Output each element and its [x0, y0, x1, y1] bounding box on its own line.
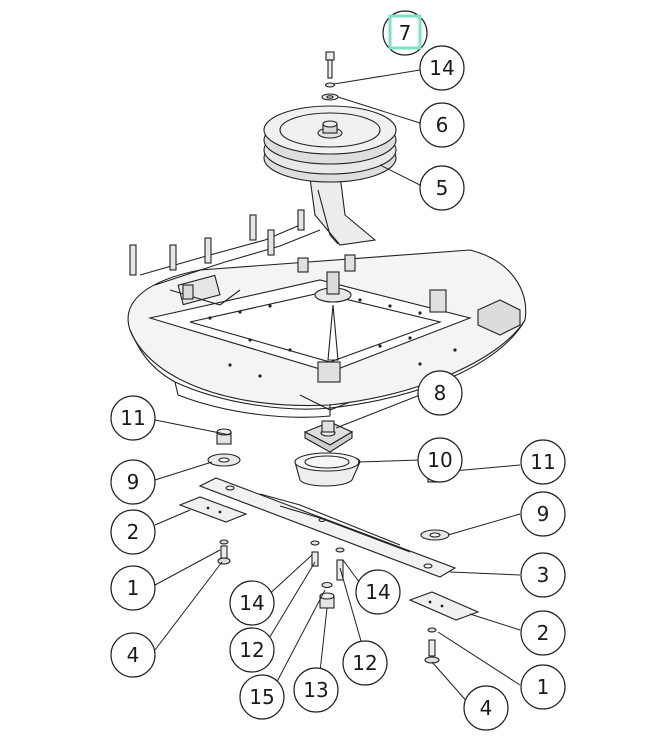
callout-circle — [110, 565, 156, 611]
top-washer — [321, 93, 339, 101]
callout-c2b: 2 — [520, 610, 566, 656]
callout-circle — [239, 674, 285, 720]
callout-label: 1 — [537, 675, 550, 699]
callout-label: 14 — [239, 591, 264, 615]
callout-circle — [110, 509, 156, 555]
callout-c1b: 1 — [520, 664, 566, 710]
callout-label: 10 — [427, 448, 452, 472]
blade-tip-right — [408, 591, 480, 621]
center-hardware — [310, 540, 345, 609]
top-lock-washer — [324, 82, 336, 88]
callout-circle — [417, 370, 463, 416]
callout-circle — [229, 580, 275, 626]
leader-lines — [154, 69, 521, 706]
callout-c9b: 9 — [520, 491, 566, 537]
callout-circle — [520, 664, 566, 710]
callout-c14b: 14 — [229, 580, 275, 626]
callout-label: 6 — [436, 113, 449, 137]
lever-linkage — [129, 209, 321, 306]
callout-c3: 3 — [520, 552, 566, 598]
callout-label: 9 — [127, 470, 140, 494]
blade-hub — [303, 420, 354, 453]
callout-c7: 7 — [382, 10, 428, 56]
callout-c1a: 1 — [110, 565, 156, 611]
bolt-left — [217, 539, 231, 565]
callout-circle — [355, 569, 401, 615]
callout-c5: 5 — [419, 165, 465, 211]
callout-c4b: 4 — [463, 685, 509, 731]
callout-label: 15 — [249, 685, 274, 709]
callout-circle — [419, 45, 465, 91]
callout-c11a: 11 — [110, 395, 156, 441]
callout-label: 12 — [239, 638, 264, 662]
callout-label: 11 — [120, 406, 145, 430]
callout-label: 11 — [530, 450, 555, 474]
callout-circle — [110, 395, 156, 441]
callout-c14a: 14 — [419, 45, 465, 91]
bolt-right — [424, 627, 440, 664]
callout-circle — [463, 685, 509, 731]
callout-c14c: 14 — [355, 569, 401, 615]
washer-right — [420, 529, 450, 541]
callout-circle — [520, 552, 566, 598]
callout-c10: 10 — [417, 437, 463, 483]
callout-label: 13 — [303, 678, 328, 702]
callout-label: 1 — [127, 576, 140, 600]
callout-circle — [110, 459, 156, 505]
callout-label: 5 — [436, 176, 449, 200]
callout-circle — [417, 437, 463, 483]
washer-left — [207, 453, 241, 467]
callout-circle — [520, 610, 566, 656]
callout-label: 14 — [365, 580, 390, 604]
callout-label: 3 — [537, 563, 550, 587]
callout-label: 12 — [352, 651, 377, 675]
callout-circle — [520, 439, 566, 485]
callout-label: 2 — [537, 621, 550, 645]
callout-c15: 15 — [239, 674, 285, 720]
callout-circle — [110, 632, 156, 678]
callout-c9a: 9 — [110, 459, 156, 505]
callout-label: 14 — [429, 56, 454, 80]
callout-label: 4 — [127, 643, 140, 667]
callout-circle — [419, 165, 465, 211]
callout-label: 4 — [480, 696, 493, 720]
pulley — [263, 105, 397, 183]
callout-c13: 13 — [293, 667, 339, 713]
callout-label: 8 — [434, 381, 447, 405]
top-bolt — [325, 51, 335, 79]
callout-c2a: 2 — [110, 509, 156, 555]
callout-c4a: 4 — [110, 632, 156, 678]
nut-left — [216, 428, 232, 445]
callout-label: 2 — [127, 520, 140, 544]
callout-circle — [520, 491, 566, 537]
callout-circle — [342, 640, 388, 686]
callout-c11b: 11 — [520, 439, 566, 485]
callout-c6: 6 — [419, 102, 465, 148]
callout-circle — [419, 102, 465, 148]
mower-deck — [127, 249, 527, 418]
blade-bar — [198, 477, 457, 578]
callout-label: 9 — [537, 502, 550, 526]
callout-c12a: 12 — [229, 627, 275, 673]
callout-c12b: 12 — [342, 640, 388, 686]
blade-cup — [294, 452, 361, 487]
callout-circle — [229, 627, 275, 673]
callout-circle — [293, 667, 339, 713]
pulley-bracket — [309, 174, 377, 246]
callout-label: 7 — [399, 21, 412, 45]
callout-c8: 8 — [417, 370, 463, 416]
callout-highlight-box — [388, 14, 422, 50]
blade-tip-left — [178, 496, 248, 523]
